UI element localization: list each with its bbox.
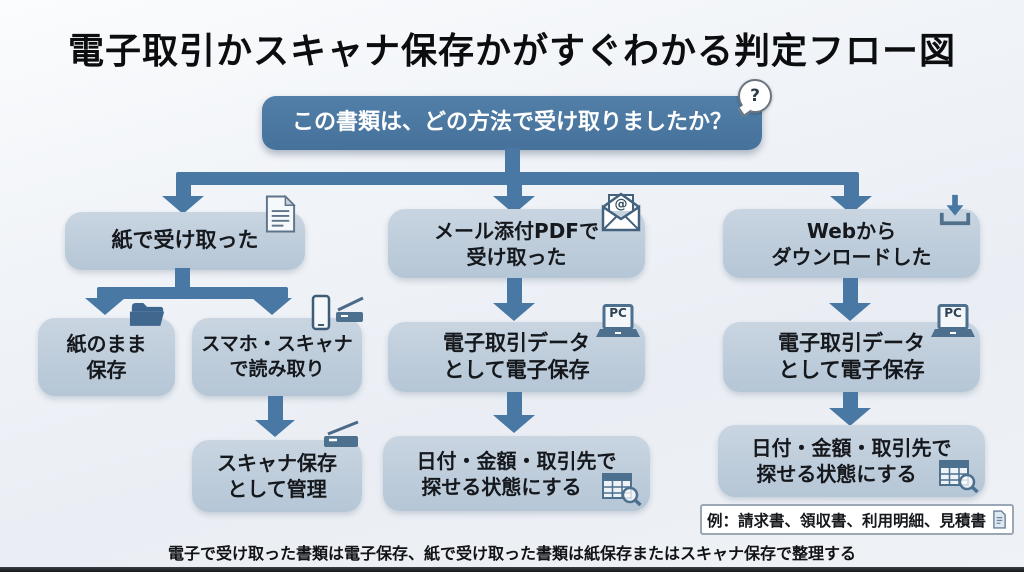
- mail-at-glyph: @: [614, 197, 628, 212]
- node-scan-manage: スキャナ保存 として管理: [192, 420, 362, 512]
- footer-note: 電子で受け取った書類は電子保存、紙で受け取った書類は紙保存またはスキャナ保存で整…: [167, 544, 856, 563]
- paper-document-icon: [264, 194, 297, 234]
- examples-note-label: 例：請求書、領収書、利用明細、見積書: [706, 511, 986, 530]
- arrow-to-web-search: [829, 408, 871, 426]
- scan-read-label-2: で読み取り: [229, 358, 325, 380]
- node-mail-search: 日付・金額・取引先で 探せる状態にする: [383, 436, 650, 511]
- scanner-icon: [316, 420, 362, 450]
- question-bubble-icon: ?: [738, 79, 772, 113]
- question-bubble-glyph: ?: [750, 85, 760, 106]
- connector-mail-stem-1: [507, 278, 522, 304]
- examples-note: 例：請求書、領収書、利用明細、見積書: [700, 504, 1014, 535]
- scan-read-label-1: スマホ・スキャナ: [201, 333, 353, 356]
- mail-received-label-2: 受け取った: [466, 244, 567, 269]
- arrow-to-mail-search: [493, 415, 535, 433]
- connector-web-stem-1: [843, 278, 858, 304]
- mail-edata-label-2: として電子保存: [443, 358, 590, 382]
- arrow-to-paper-keep: [85, 298, 125, 315]
- web-edata-label-2: として電子保存: [778, 358, 925, 382]
- connector-row1-stem-mid: [507, 184, 522, 197]
- connector-row1-stem-left: [176, 184, 191, 197]
- bottom-edge-bar: [0, 567, 1024, 572]
- note-document-icon: [992, 510, 1007, 529]
- question-label: この書類は、どの方法で受け取りましたか？: [291, 109, 732, 135]
- connector-question-stem: [505, 148, 520, 174]
- paper-keep-label-2: 保存: [86, 358, 127, 382]
- arrow-to-scan-read: [252, 298, 292, 315]
- arrow-to-paper: [162, 196, 204, 214]
- arrow-to-scan-manage: [255, 420, 295, 437]
- web-edata-label-1: 電子取引データ: [778, 330, 925, 355]
- node-mail-received: メール添付PDFで 受け取った @: [388, 192, 645, 278]
- node-web-edata: 電子取引データ として電子保存 PC: [723, 304, 980, 392]
- smartphone-icon: [310, 294, 366, 332]
- paper-keep-label-1: 紙のまま: [66, 332, 147, 356]
- page-title: 電子取引かスキャナ保存かがすぐわかる判定フロー図: [67, 31, 956, 72]
- web-search-label-2: 探せる状態にする: [756, 462, 917, 486]
- node-question: この書類は、どの方法で受け取りましたか？ ?: [262, 79, 772, 150]
- web-downloaded-label-1: Webから: [806, 218, 897, 243]
- connector-row1-bar: [176, 172, 859, 185]
- folder-icon: [129, 299, 167, 328]
- mail-search-label-2: 探せる状態にする: [421, 474, 582, 499]
- connector-web-stem-2: [843, 392, 858, 409]
- table-search-icon: [602, 472, 642, 507]
- mail-at-icon: @: [599, 189, 643, 233]
- table-search-icon: [939, 459, 979, 494]
- connector-paper-stem: [175, 268, 190, 290]
- node-web-search: 日付・金額・取引先で 探せる状態にする: [718, 425, 985, 497]
- laptop-pc-icon: PC: [930, 304, 976, 341]
- connector-row1-stem-right: [844, 184, 859, 197]
- mail-edata-label-1: 電子取引データ: [443, 330, 590, 355]
- mail-received-label-1: メール添付PDFで: [434, 218, 599, 243]
- scan-manage-label-2: として管理: [227, 477, 327, 501]
- mail-search-label-1: 日付・金額・取引先で: [416, 448, 617, 473]
- web-search-label-1: 日付・金額・取引先で: [751, 436, 952, 460]
- node-paper-received: 紙で受け取った: [65, 194, 305, 270]
- scan-manage-label-1: スキャナ保存: [217, 451, 337, 475]
- arrow-to-web-edata: [829, 303, 871, 321]
- download-icon: [936, 193, 974, 227]
- connector-scan-stem: [268, 396, 283, 421]
- pc-screen-label: PC: [609, 306, 627, 320]
- paper-received-label: 紙で受け取った: [111, 228, 259, 253]
- connector-paper-bar: [97, 287, 288, 299]
- pc-screen-label: PC: [944, 306, 962, 320]
- arrow-to-mail-edata: [493, 303, 535, 321]
- node-web-downloaded: Webから ダウンロードした: [723, 194, 980, 278]
- connector-mail-stem-2: [507, 392, 522, 416]
- node-scan-read: スマホ・スキャナ で読み取り: [192, 294, 364, 396]
- laptop-pc-icon: PC: [595, 304, 641, 341]
- web-downloaded-label-2: ダウンロードした: [771, 244, 932, 269]
- node-paper-keep: 紙のまま 保存: [38, 303, 175, 396]
- node-mail-edata: 電子取引データ として電子保存 PC: [388, 304, 645, 392]
